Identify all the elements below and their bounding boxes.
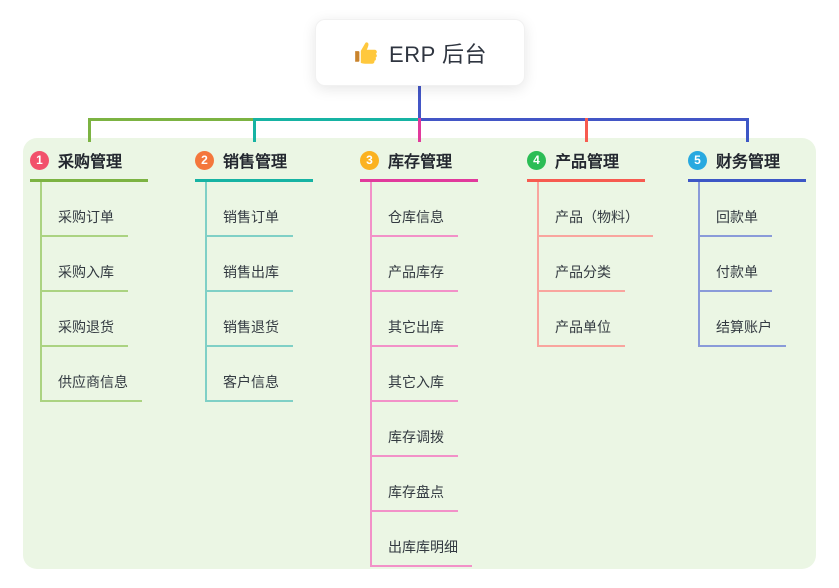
- branch-title[interactable]: 4 产品管理: [527, 148, 645, 182]
- mindmap-node[interactable]: 销售订单: [207, 182, 313, 237]
- mindmap-node-label: 库存调拨: [372, 427, 458, 457]
- mindmap-node-label: 产品（物料）: [539, 207, 653, 237]
- branch-number-badge: 2: [195, 150, 214, 170]
- branch-items: 回款单付款单结算账户: [698, 182, 806, 347]
- mindmap-node-label: 付款单: [700, 262, 772, 292]
- branch-4: 4 产品管理产品（物料） 产品分类产品单位: [527, 148, 653, 347]
- branch-label: 产品管理: [555, 154, 620, 171]
- mindmap-node[interactable]: 客户信息: [207, 347, 313, 402]
- branch-number-badge: 3: [360, 150, 379, 170]
- branch-1: 1 采购管理采购订单采购入库采购退货供应商信息: [30, 148, 148, 402]
- branch-title[interactable]: 1 采购管理: [30, 148, 148, 182]
- mindmap-node-label: 产品库存: [372, 262, 458, 292]
- mindmap-node-label: 销售出库: [207, 262, 293, 292]
- branch-label: 财务管理: [716, 154, 781, 171]
- mindmap-node[interactable]: 结算账户: [700, 292, 806, 347]
- branch-number-badge: 5: [688, 150, 707, 170]
- mindmap-node[interactable]: 其它出库: [372, 292, 478, 347]
- branch-label: 采购管理: [58, 154, 123, 171]
- branch-drop-line-1: [87, 118, 91, 142]
- mindmap-node-label: 采购订单: [42, 207, 128, 237]
- root-node[interactable]: ERP 后台: [315, 19, 525, 86]
- branch-label: 销售管理: [223, 154, 288, 171]
- mindmap-node[interactable]: 采购订单: [42, 182, 148, 237]
- mindmap-node[interactable]: 仓库信息: [372, 182, 478, 237]
- mindmap-node-label: 其它入库: [372, 372, 458, 402]
- branch-drop-line-4: [584, 118, 588, 142]
- mindmap-node[interactable]: 供应商信息: [42, 347, 148, 402]
- branch-items: 采购订单采购入库采购退货供应商信息: [40, 182, 148, 402]
- branch-3: 3 库存管理仓库信息产品库存其它出库其它入库库存调拨库存盘点出库库明细: [360, 148, 478, 567]
- mindmap-node[interactable]: 回款单: [700, 182, 806, 237]
- branch-title[interactable]: 5 财务管理: [688, 148, 806, 182]
- branches-panel: [23, 138, 816, 569]
- root-node-label: ERP 后台: [389, 41, 487, 67]
- branch-items: 产品（物料） 产品分类产品单位: [537, 182, 653, 347]
- branch-5: 5 财务管理回款单付款单结算账户: [688, 148, 806, 347]
- mindmap-node[interactable]: 产品分类: [539, 237, 653, 292]
- mindmap-node-label: 结算账户: [700, 317, 786, 347]
- branch-2: 2 销售管理销售订单销售出库销售退货客户信息: [195, 148, 313, 402]
- branch-label: 库存管理: [388, 154, 453, 171]
- bus-segment-teal: [254, 118, 421, 121]
- branch-title[interactable]: 2 销售管理: [195, 148, 313, 182]
- thumbs-up-icon: [353, 40, 379, 66]
- mindmap-node-label: 仓库信息: [372, 207, 458, 237]
- mindmap-node-label: 供应商信息: [42, 372, 142, 402]
- mindmap-node[interactable]: 产品库存: [372, 237, 478, 292]
- branch-items: 销售订单销售出库销售退货客户信息: [205, 182, 313, 402]
- mindmap-node[interactable]: 销售出库: [207, 237, 313, 292]
- mindmap-node-label: 客户信息: [207, 372, 293, 402]
- branch-drop-line-2: [252, 118, 256, 142]
- bus-segment-green: [89, 118, 256, 121]
- branch-number-badge: 4: [527, 150, 546, 170]
- root-connector-line: [417, 84, 421, 118]
- bus-segment-blue: [419, 118, 749, 121]
- mindmap-node-label: 产品分类: [539, 262, 625, 292]
- mindmap-node-label: 采购入库: [42, 262, 128, 292]
- mindmap-node[interactable]: 产品单位: [539, 292, 653, 347]
- branch-drop-line-5: [745, 118, 749, 142]
- mindmap-node-label: 出库库明细: [372, 537, 472, 567]
- mindmap-node-label: 回款单: [700, 207, 772, 237]
- mindmap-node[interactable]: 付款单: [700, 237, 806, 292]
- mindmap-node[interactable]: 其它入库: [372, 347, 478, 402]
- mindmap-node[interactable]: 采购退货: [42, 292, 148, 347]
- branch-number-badge: 1: [30, 150, 49, 170]
- branch-title[interactable]: 3 库存管理: [360, 148, 478, 182]
- mindmap-node[interactable]: 出库库明细: [372, 512, 478, 567]
- mindmap-node-label: 产品单位: [539, 317, 625, 347]
- mindmap-node[interactable]: 采购入库: [42, 237, 148, 292]
- mindmap-node-label: 销售退货: [207, 317, 293, 347]
- mindmap-node[interactable]: 库存调拨: [372, 402, 478, 457]
- branch-items: 仓库信息产品库存其它出库其它入库库存调拨库存盘点出库库明细: [370, 182, 478, 567]
- mindmap-node-label: 采购退货: [42, 317, 128, 347]
- mindmap-node[interactable]: 库存盘点: [372, 457, 478, 512]
- branch-drop-line-3: [417, 118, 421, 142]
- mindmap-node-label: 销售订单: [207, 207, 293, 237]
- mindmap-node[interactable]: 销售退货: [207, 292, 313, 347]
- mindmap-node-label: 其它出库: [372, 317, 458, 347]
- mindmap-node-label: 库存盘点: [372, 482, 458, 512]
- mindmap-node[interactable]: 产品（物料）: [539, 182, 653, 237]
